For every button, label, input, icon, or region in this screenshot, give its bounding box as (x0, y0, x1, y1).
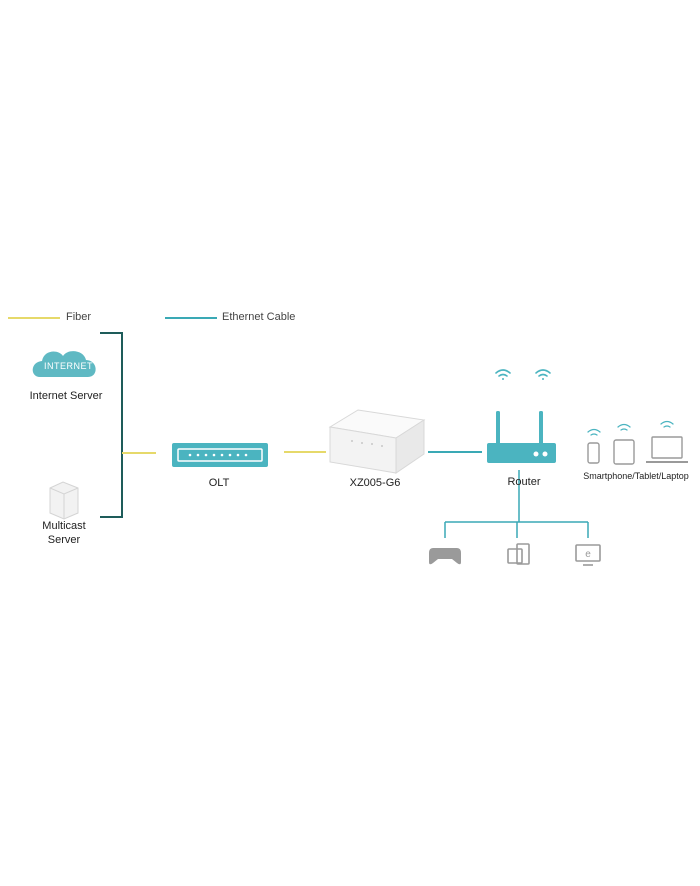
ethernet-legend-label: Ethernet Cable (222, 311, 296, 323)
fiber-legend-label: Fiber (66, 311, 92, 323)
ie-browser-glyph: e (585, 549, 591, 560)
onu-device-icon (328, 409, 426, 474)
tablet-icon (613, 439, 635, 465)
wireless-devices-label: Smartphone/Tablet/Laptop (583, 471, 689, 481)
router-wifi-icon-left (495, 369, 511, 380)
internet-server-label: Internet Server (29, 390, 103, 402)
ethernet-legend-line (165, 317, 217, 319)
smart-tv-icon (575, 544, 601, 566)
desktop-pc-icon (507, 543, 530, 565)
laptop-icon (646, 436, 688, 463)
server-bracket-line (100, 332, 123, 518)
olt-label: OLT (208, 477, 230, 489)
legend: Fiber Ethernet Cable (0, 308, 320, 328)
router-label: Router (507, 476, 541, 488)
game-controller-icon (429, 548, 461, 565)
multicast-server-label-line2: Server (47, 534, 81, 546)
olt-icon (172, 443, 268, 467)
router-wifi-icon-right (535, 369, 551, 380)
internet-cloud-icon (32, 351, 96, 377)
smartphone-icon (587, 442, 600, 464)
device-wifi-icons (587, 420, 674, 436)
internet-cloud-label: INTERNET (44, 361, 93, 371)
fiber-legend-line (8, 317, 60, 319)
router-downlink-tree (444, 470, 589, 538)
multicast-server-label-line1: Multicast (42, 520, 86, 532)
onu-label: XZ005-G6 (349, 477, 401, 489)
router-icon (487, 411, 556, 463)
multicast-server-icon (49, 481, 79, 520)
